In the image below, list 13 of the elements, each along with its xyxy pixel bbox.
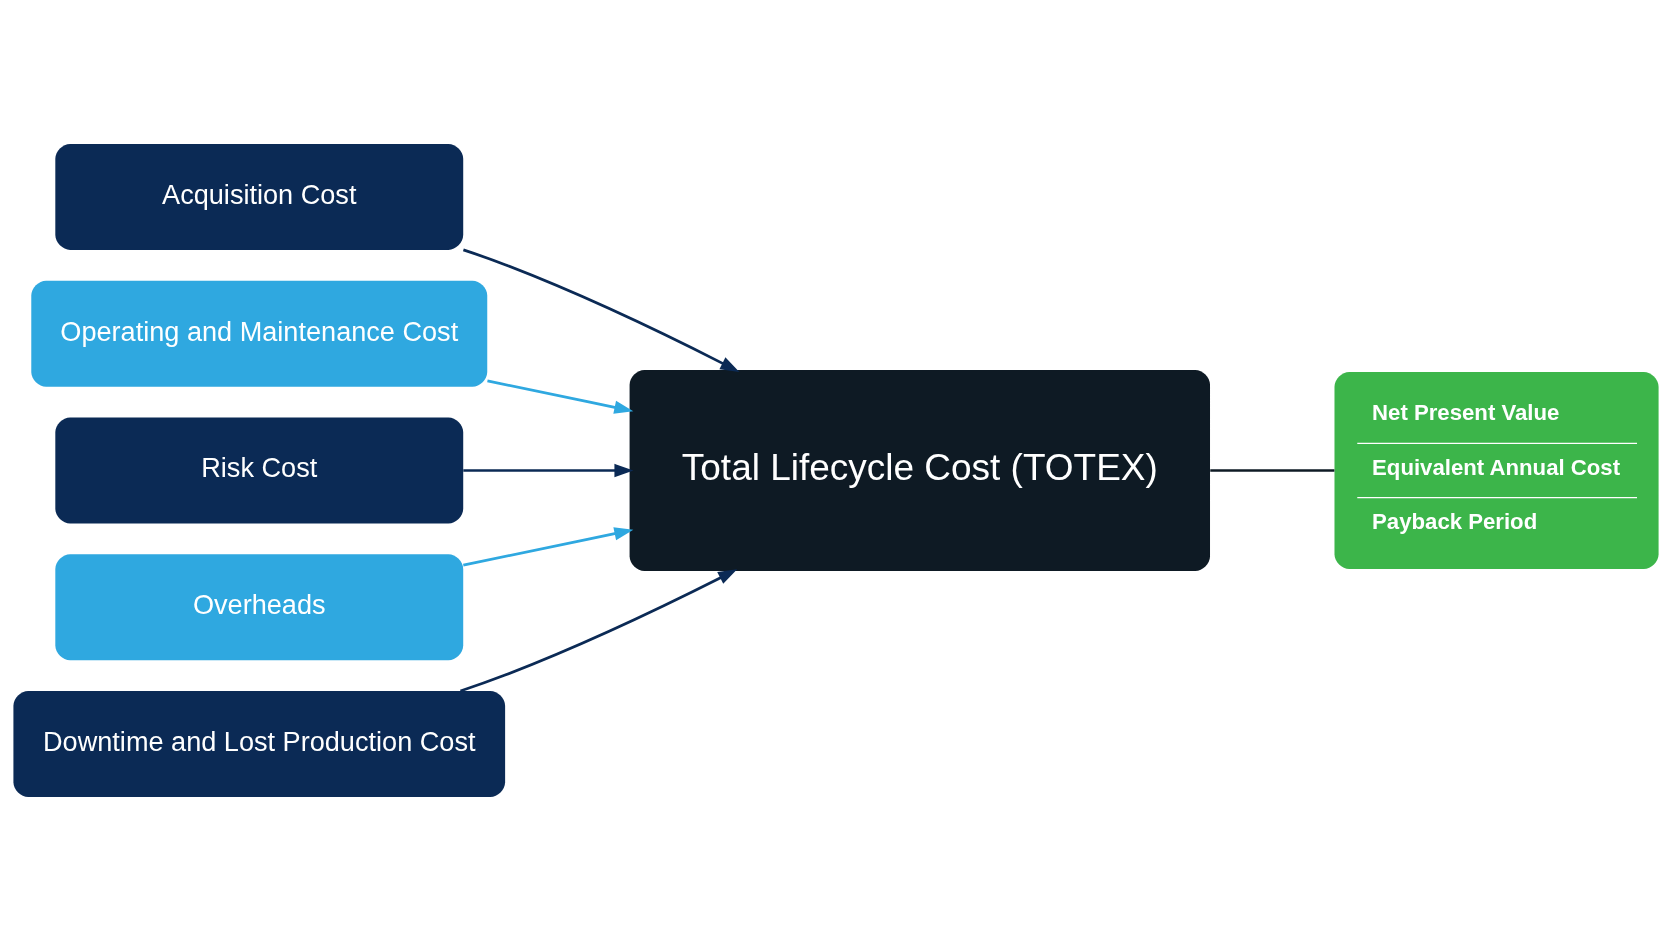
node-box: Downtime and Lost Production Cost bbox=[13, 691, 506, 798]
node-box: Total Lifecycle Cost (TOTEX) bbox=[629, 370, 1210, 571]
arrow bbox=[487, 379, 634, 414]
arrow bbox=[462, 248, 740, 372]
node-box: Risk Cost bbox=[55, 417, 464, 524]
node-box: Acquisition Cost bbox=[55, 143, 464, 250]
connector bbox=[1210, 469, 1335, 472]
arrow bbox=[460, 569, 738, 693]
node-box: Operating and Maintenance Cost bbox=[31, 280, 488, 387]
arrow bbox=[463, 527, 634, 567]
node-box: Net Present Value Equivalent Annual Cost Payback Period bbox=[1334, 371, 1659, 570]
arrow bbox=[463, 463, 634, 478]
node-box: Overheads bbox=[55, 554, 464, 661]
